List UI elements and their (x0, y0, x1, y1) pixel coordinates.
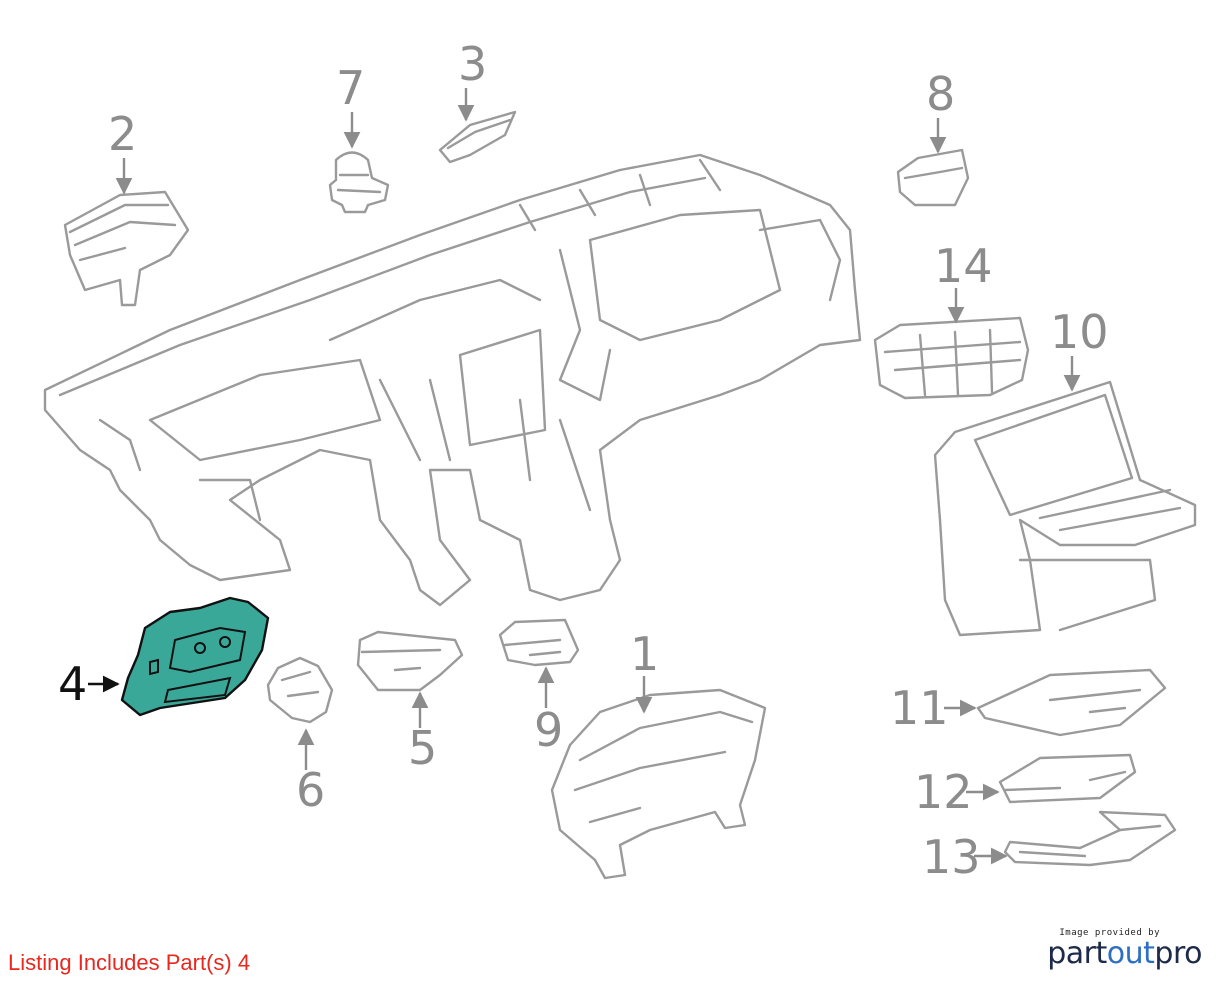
part-13-drawing (1003, 810, 1177, 867)
part-9-drawing (498, 618, 580, 667)
listing-includes-text: Listing Includes Part(s) 4 (8, 950, 251, 975)
callout-1: 1 (630, 627, 659, 681)
logo-caption: Image provided by (1059, 928, 1160, 938)
callout-6: 6 (296, 763, 325, 817)
callout-13: 13 (922, 830, 981, 884)
callout-8: 8 (926, 67, 955, 121)
logo-wordmark: partoutpro (1047, 938, 1202, 970)
part-2-drawing (63, 190, 190, 307)
part-3-drawing (438, 110, 517, 164)
part-14-drawing (873, 316, 1030, 400)
callout-5: 5 (408, 721, 437, 775)
callout-14: 14 (934, 239, 993, 293)
part-6-drawing (266, 656, 334, 724)
callout-11: 11 (890, 681, 949, 735)
part-7-drawing (328, 151, 390, 214)
callout-2: 2 (108, 107, 137, 161)
instrument-panel-frame (43, 153, 862, 607)
part-10-drawing (933, 380, 1197, 637)
callout-3: 3 (458, 37, 487, 91)
part-8-drawing (896, 148, 970, 207)
logo-part: part (1047, 936, 1107, 971)
callout-12: 12 (914, 765, 973, 819)
callout-10: 10 (1050, 305, 1109, 359)
part-4-drawing (120, 596, 270, 717)
logo-out: out (1106, 936, 1155, 971)
part-5-drawing (356, 630, 464, 692)
callout-7: 7 (336, 61, 365, 115)
logo-pro: pro (1154, 936, 1202, 971)
part-1-drawing (550, 688, 767, 880)
callout-9: 9 (534, 703, 563, 757)
partoutpro-logo: Image provided by partoutpro (1047, 928, 1202, 970)
part-12-drawing (998, 753, 1137, 804)
callout-4: 4 (58, 657, 87, 711)
part-11-drawing (976, 668, 1167, 737)
